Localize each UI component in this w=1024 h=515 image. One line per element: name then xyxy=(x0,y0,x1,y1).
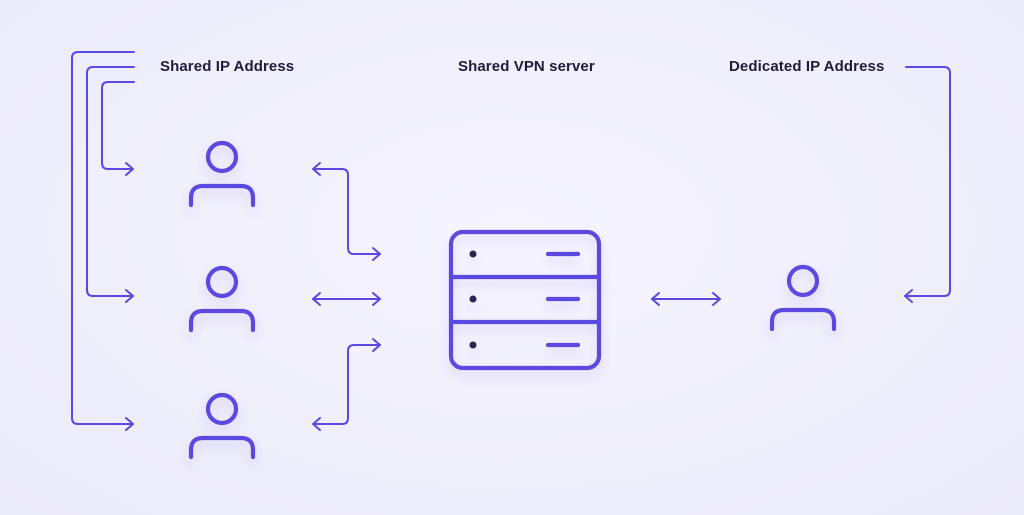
user-icon xyxy=(769,264,837,332)
server-icon xyxy=(448,229,602,371)
double-arrow-icon xyxy=(313,168,381,255)
vpn-server-label: Shared VPN server xyxy=(458,58,595,75)
connector-user-3 xyxy=(71,51,135,425)
server-dedicated-arrow xyxy=(651,292,721,306)
user-icon xyxy=(188,140,256,208)
connector-user-2 xyxy=(86,66,135,297)
shared-ip-label: Shared IP Address xyxy=(160,58,295,75)
shared-ip-connectors xyxy=(71,51,135,431)
connector-arrowhead-2 xyxy=(125,289,134,303)
double-arrow-icon xyxy=(313,344,381,425)
connector-arrowhead-3 xyxy=(125,417,134,431)
user-icon xyxy=(188,265,256,333)
dedicated-ip-connector xyxy=(904,66,951,303)
user-icon xyxy=(188,392,256,460)
user-server-arrows xyxy=(312,162,381,431)
dedicated-ip-label: Dedicated IP Address xyxy=(729,58,885,75)
connector-user-1 xyxy=(101,81,135,170)
connector-arrowhead-1 xyxy=(125,162,134,176)
